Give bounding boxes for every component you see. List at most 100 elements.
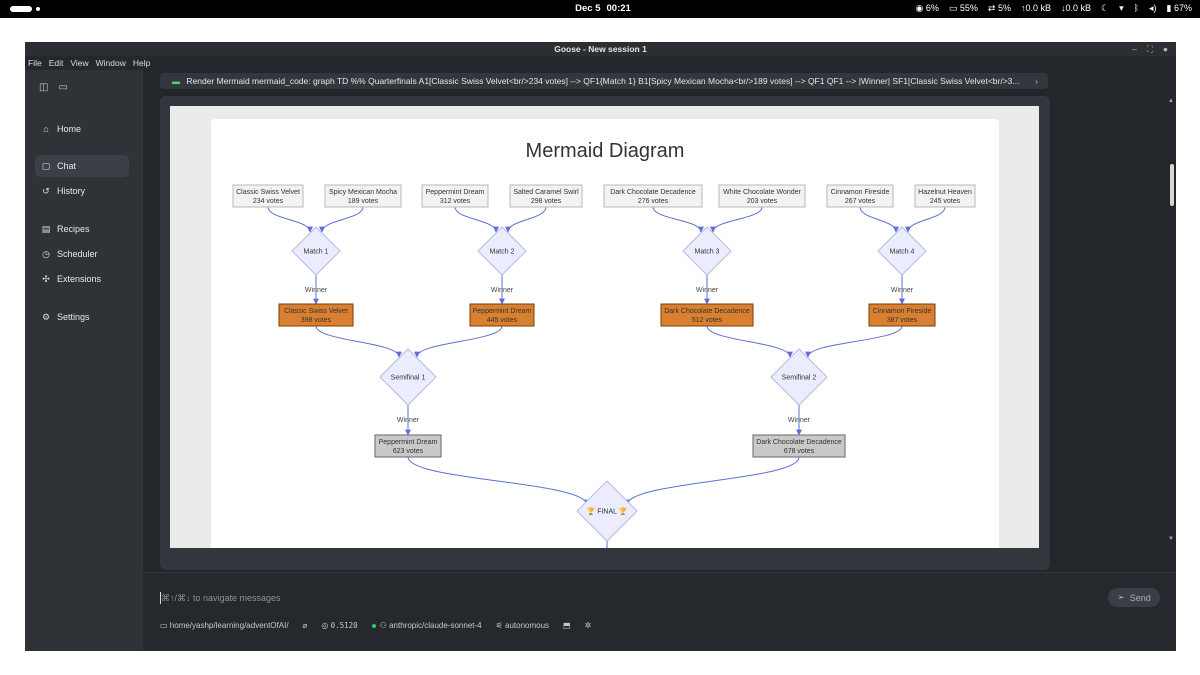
minimize-icon[interactable]: – bbox=[1132, 44, 1137, 54]
system-clock[interactable]: Dec 5 00:21 bbox=[0, 3, 1200, 14]
quarter-winner-node-2-shape bbox=[469, 303, 535, 327]
cpu-stat: ◉ 6% bbox=[915, 3, 939, 13]
sidebar-item-extensions[interactable]: ✣ Extensions bbox=[35, 268, 129, 290]
menu-help[interactable]: Help bbox=[132, 58, 151, 68]
quarter-winner-node-1-votes: 398 votes bbox=[301, 317, 332, 324]
edge-contestant-2 bbox=[319, 206, 364, 233]
chat-area[interactable]: ▬ Render Mermaid mermaid_code: graph TD … bbox=[143, 70, 1176, 570]
contestant-node-2-votes: 189 votes bbox=[348, 198, 379, 205]
match-node-3: Match 3 bbox=[682, 226, 732, 276]
menu-edit[interactable]: Edit bbox=[48, 58, 64, 68]
sidebar-item-chat[interactable]: ▢ Chat bbox=[35, 155, 129, 177]
quarter-winner-node-3-name: Dark Chocolate Decadence bbox=[664, 308, 750, 315]
semifinal-node-1-shape bbox=[379, 348, 437, 406]
edge-label-semifinal-2: Winner bbox=[788, 417, 811, 424]
workspace-dot-icon[interactable] bbox=[36, 7, 40, 11]
contestant-node-4-votes: 298 votes bbox=[531, 198, 562, 205]
sidebar: ◫ ▭ ⌂ Home ▢ Chat ↺ History ▤ Recipes ◷ … bbox=[25, 70, 143, 651]
window-titlebar[interactable]: Goose - New session 1 – ⛶ ● bbox=[25, 42, 1176, 56]
contestant-node-8-shape bbox=[914, 184, 976, 208]
scrollbar[interactable]: ▲ ▼ bbox=[1166, 98, 1176, 568]
contestant-node-7-votes: 267 votes bbox=[845, 198, 876, 205]
memory-stat: ▭ 55% bbox=[948, 3, 978, 13]
clock-time: 00:21 bbox=[606, 3, 631, 14]
bug-icon[interactable]: ✲ bbox=[584, 621, 592, 630]
edge-label-semifinal-1: Winner bbox=[397, 417, 420, 424]
menu-file[interactable]: File bbox=[28, 58, 42, 68]
workspace-indicator-icon[interactable] bbox=[10, 6, 32, 12]
cost-indicator[interactable]: ◎ 0.5120 bbox=[321, 621, 358, 630]
clock-date: Dec 5 bbox=[575, 3, 601, 14]
close-icon[interactable]: ● bbox=[1162, 44, 1168, 54]
text-caret bbox=[160, 592, 161, 604]
mode-selector[interactable]: ⚟ autonomous bbox=[495, 621, 550, 630]
semifinal-node-1: Semifinal 1 bbox=[379, 348, 437, 406]
match-node-4-label: Match 4 bbox=[890, 249, 915, 256]
send-button[interactable]: ➢ Send bbox=[1108, 588, 1160, 607]
semi-winner-node-2-shape bbox=[752, 434, 846, 458]
contestant-node-8-votes: 245 votes bbox=[930, 198, 961, 205]
model-selector[interactable]: ⚇ anthropic/claude-sonnet-4 bbox=[371, 621, 482, 630]
edge-label-match-2: Winner bbox=[491, 287, 514, 294]
edge-quarter-winner-1 bbox=[315, 325, 402, 358]
night-mode-icon[interactable]: ☾ bbox=[1101, 3, 1110, 13]
sidebar-item-recipes[interactable]: ▤ Recipes bbox=[35, 218, 129, 240]
match-node-3-shape bbox=[682, 226, 732, 276]
home-icon: ⌂ bbox=[43, 124, 49, 134]
quarter-winner-node-2-name: Peppermint Dream bbox=[473, 308, 532, 315]
directory-selector[interactable]: ▭ home/yashp/learning/adventOfAI/ bbox=[160, 621, 289, 630]
wifi-icon[interactable]: ▾ bbox=[1119, 3, 1124, 13]
sidebar-item-label: Chat bbox=[57, 161, 77, 171]
contestant-node-2-name: Spicy Mexican Mocha bbox=[329, 189, 397, 196]
chat-input[interactable]: ⌘↑/⌘↓ to navigate messages bbox=[161, 593, 281, 603]
clock-icon: ◷ bbox=[42, 248, 50, 259]
sidebar-item-settings[interactable]: ⚙ Settings bbox=[35, 306, 129, 328]
system-stats: ◉ 6% ▭ 55% ⇄ 5% ↑0.0 kB ↓0.0 kB ☾ ▾ ᛒ ◂)… bbox=[916, 3, 1193, 14]
contestant-node-8-name: Hazelnut Heaven bbox=[918, 189, 972, 196]
attach-icon[interactable]: ⌀ bbox=[302, 621, 308, 630]
edge-quarter-winner-3 bbox=[706, 325, 793, 358]
contestant-node-6-votes: 203 votes bbox=[747, 198, 778, 205]
semi-winner-node-1-votes: 623 votes bbox=[393, 448, 424, 455]
sidebar-item-label: Extensions bbox=[57, 274, 102, 284]
bookmark-icon[interactable]: ⬒ bbox=[563, 621, 571, 630]
semi-winner-node-1-shape bbox=[374, 434, 442, 458]
bluetooth-icon[interactable]: ᛒ bbox=[1133, 3, 1140, 13]
semifinal-node-1-label: Semifinal 1 bbox=[391, 375, 426, 382]
edge-quarter-winner-4 bbox=[805, 325, 903, 358]
menu-view[interactable]: View bbox=[70, 58, 89, 68]
sidebar-item-home[interactable]: ⌂ Home bbox=[35, 118, 129, 140]
scroll-down-icon[interactable]: ▼ bbox=[1168, 536, 1174, 542]
maximize-icon[interactable]: ⛶ bbox=[1146, 44, 1153, 54]
contestant-node-3-shape bbox=[421, 184, 489, 208]
semi-winner-node-1-name: Peppermint Dream bbox=[379, 439, 438, 446]
contestant-node-3-votes: 312 votes bbox=[440, 198, 471, 205]
history-icon: ↺ bbox=[42, 185, 50, 196]
sidebar-item-label: Scheduler bbox=[57, 249, 98, 259]
sidebar-item-scheduler[interactable]: ◷ Scheduler bbox=[35, 243, 129, 265]
contestant-node-6-name: White Chocolate Wonder bbox=[723, 189, 801, 196]
quarter-winner-node-3-shape bbox=[660, 303, 754, 327]
match-node-2-label: Match 2 bbox=[490, 249, 515, 256]
new-window-icon[interactable]: ▭ bbox=[58, 82, 68, 93]
battery-stat[interactable]: ▮ 67% bbox=[1166, 3, 1192, 13]
final-node: 🏆 FINAL 🏆 bbox=[576, 480, 638, 542]
contestant-node-5-shape bbox=[603, 184, 703, 208]
sidebar-item-history[interactable]: ↺ History bbox=[35, 180, 129, 202]
menu-window[interactable]: Window bbox=[95, 58, 126, 68]
coin-icon: ◎ bbox=[321, 621, 329, 630]
scrollbar-thumb[interactable] bbox=[1170, 164, 1174, 206]
window-title: Goose - New session 1 bbox=[554, 44, 647, 54]
edge-contestant-8 bbox=[905, 206, 946, 233]
sidebar-toggle-icon[interactable]: ◫ bbox=[39, 82, 49, 93]
scroll-up-icon[interactable]: ▲ bbox=[1168, 98, 1174, 104]
chevron-right-icon[interactable]: › bbox=[1035, 76, 1038, 86]
tool-call-header[interactable]: ▬ Render Mermaid mermaid_code: graph TD … bbox=[160, 73, 1048, 89]
volume-icon[interactable]: ◂) bbox=[1149, 3, 1157, 13]
final-node-shape bbox=[576, 480, 638, 542]
app-window: Goose - New session 1 – ⛶ ● File Edit Vi… bbox=[25, 42, 1176, 651]
